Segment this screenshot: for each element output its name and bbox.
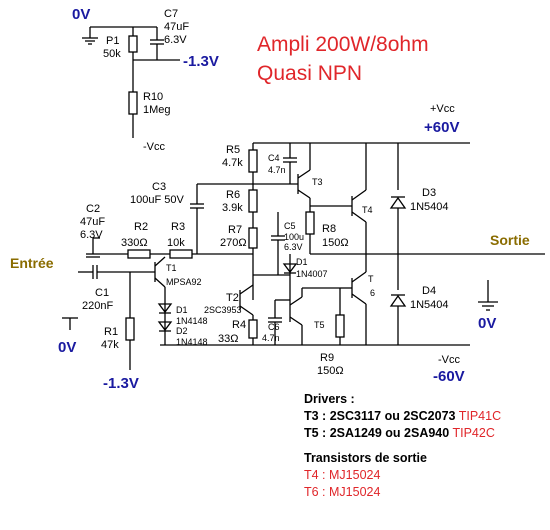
c2-volt: 6.3V bbox=[80, 229, 103, 241]
diagram-subtitle: Quasi NPN bbox=[257, 62, 362, 85]
t1-val: MPSA92 bbox=[166, 277, 202, 287]
r3-ref: R3 bbox=[171, 221, 185, 233]
d2-val: 1N4148 bbox=[176, 337, 208, 347]
note-t5-alt: TIP42C bbox=[452, 426, 495, 440]
note-line: T5 : 2SA1249 ou 2SA940 TIP42C bbox=[304, 425, 544, 442]
power-rails bbox=[160, 142, 545, 346]
c7-ref: C7 bbox=[164, 8, 178, 20]
rail-label: -1.3V bbox=[183, 53, 219, 70]
rail-label: -60V bbox=[433, 368, 465, 385]
note-t3: T3 : 2SC3117 ou 2SC2073 bbox=[304, 409, 456, 423]
note-t4: T4 : MJ15024 bbox=[304, 468, 381, 482]
d1b-val: 1N4007 bbox=[296, 269, 328, 279]
r2-ref: R2 bbox=[134, 221, 148, 233]
r5-val: 4.7k bbox=[222, 157, 243, 169]
t2-ref: T2 bbox=[226, 292, 239, 304]
t2-val: 2SC3953 bbox=[204, 305, 242, 315]
c7-val: 47uF bbox=[164, 21, 189, 33]
r9-ref: R9 bbox=[320, 352, 334, 364]
r8-ref: R8 bbox=[322, 223, 336, 235]
d4-val: 1N5404 bbox=[410, 299, 449, 311]
c2-ref: C2 bbox=[86, 203, 100, 215]
t3-ref: T3 bbox=[312, 177, 323, 187]
input-label: Entrée bbox=[10, 255, 54, 271]
ground-symbol bbox=[62, 317, 78, 330]
d4-ref: D4 bbox=[422, 285, 436, 297]
rail-label: 0V bbox=[478, 315, 496, 332]
d1b-ref: D1 bbox=[296, 257, 308, 267]
c4-ref: C4 bbox=[268, 153, 280, 163]
bias-network bbox=[82, 26, 180, 138]
t4-ref: T4 bbox=[362, 205, 373, 215]
d1-ref: D1 bbox=[176, 305, 188, 315]
d2-ref: D2 bbox=[176, 326, 188, 336]
output-label: Sortie bbox=[490, 232, 530, 248]
drivers-heading: Drivers : bbox=[304, 392, 355, 406]
r10-val: 1Meg bbox=[143, 104, 171, 116]
output-stage bbox=[268, 143, 498, 345]
c3-val: 100uF 50V bbox=[130, 194, 184, 206]
r6-val: 3.9k bbox=[222, 202, 243, 214]
t6-ref: T bbox=[368, 274, 374, 284]
note-line: T3 : 2SC3117 ou 2SC2073 TIP41C bbox=[304, 408, 544, 425]
note-t6: T6 : MJ15024 bbox=[304, 485, 381, 499]
d3-ref: D3 bbox=[422, 187, 436, 199]
r1-val: 47k bbox=[101, 339, 119, 351]
r2-val: 330Ω bbox=[121, 237, 148, 249]
c1-val: 220nF bbox=[82, 300, 113, 312]
c5-volt: 6.3V bbox=[284, 242, 303, 252]
t5-ref: T5 bbox=[314, 320, 325, 330]
rail-label: +Vcc bbox=[430, 103, 455, 115]
diagram-title: Ampli 200W/8ohm bbox=[257, 33, 429, 56]
t1-ref: T1 bbox=[166, 263, 177, 273]
p1-ref: P1 bbox=[106, 35, 119, 47]
r8-val: 150Ω bbox=[322, 237, 349, 249]
vas-stage bbox=[239, 143, 298, 345]
c1-ref: C1 bbox=[95, 287, 109, 299]
c7-volt: 6.3V bbox=[164, 34, 187, 46]
r7-ref: R7 bbox=[228, 224, 242, 236]
rail-label: -Vcc bbox=[143, 141, 166, 153]
c2-val: 47uF bbox=[80, 216, 105, 228]
c3-ref: C3 bbox=[152, 181, 166, 193]
output-heading: Transistors de sortie bbox=[304, 451, 427, 465]
rail-label: -Vcc bbox=[438, 354, 461, 366]
rail-label: -1.3V bbox=[103, 375, 139, 392]
r5-ref: R5 bbox=[226, 144, 240, 156]
rail-label: 0V bbox=[72, 6, 90, 23]
r9-val: 150Ω bbox=[317, 365, 344, 377]
c6-val: 4.7n bbox=[262, 333, 280, 343]
r1-ref: R1 bbox=[104, 326, 118, 338]
t6-ref-num: 6 bbox=[370, 288, 375, 298]
r3-val: 10k bbox=[167, 237, 185, 249]
c5-ref: C5 bbox=[284, 221, 296, 231]
input-stage bbox=[78, 183, 253, 370]
rail-label: +60V bbox=[424, 119, 459, 136]
r4-ref: R4 bbox=[232, 319, 246, 331]
rail-label: 0V bbox=[58, 339, 76, 356]
parts-notes: Drivers : T3 : 2SC3117 ou 2SC2073 TIP41C… bbox=[304, 391, 544, 501]
c4-val: 4.7n bbox=[268, 165, 286, 175]
p1-val: 50k bbox=[103, 48, 121, 60]
r4-val: 33Ω bbox=[218, 333, 238, 345]
c6-ref: C6 bbox=[268, 322, 280, 332]
r6-ref: R6 bbox=[226, 189, 240, 201]
r10-ref: R10 bbox=[143, 91, 163, 103]
c5-val: 100u bbox=[284, 232, 304, 242]
note-t5: T5 : 2SA1249 ou 2SA940 bbox=[304, 426, 450, 440]
d3-val: 1N5404 bbox=[410, 201, 449, 213]
r7-val: 270Ω bbox=[220, 237, 247, 249]
d1-val: 1N4148 bbox=[176, 316, 208, 326]
note-t3-alt: TIP41C bbox=[458, 409, 502, 423]
